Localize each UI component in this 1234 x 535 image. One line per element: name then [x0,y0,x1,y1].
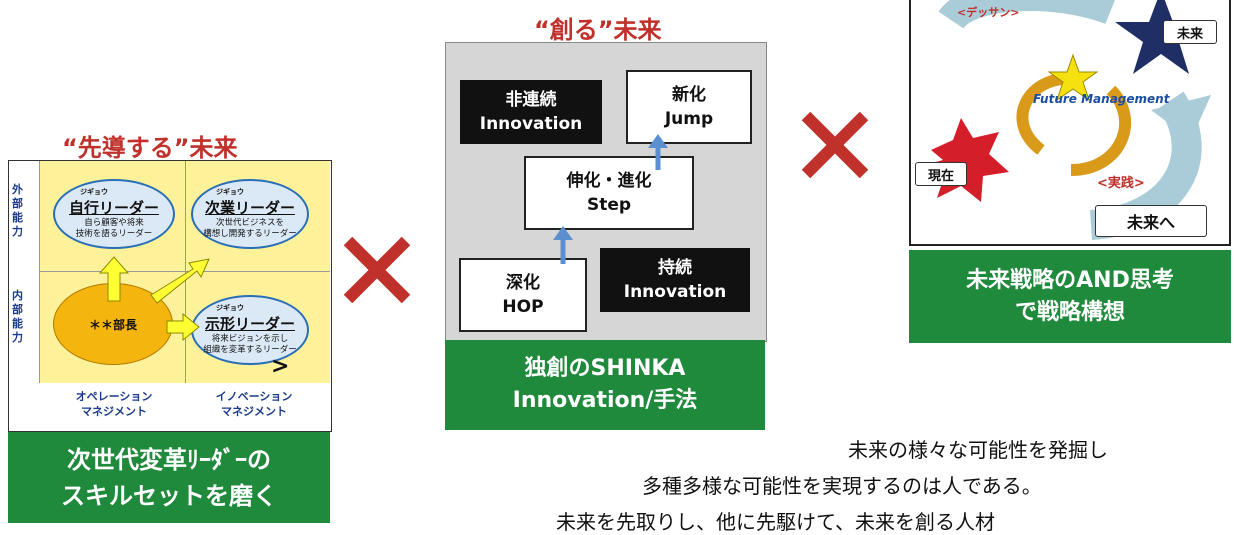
col-operation-label: オペレーション マネジメント [75,390,153,418]
leader-next-name: 次業リーダー [204,199,295,217]
left-label-line1: 次世代変革ﾘｰﾀﾞｰの [67,445,271,474]
leadership-matrix: 外部能力 内部能力 ジギョウ 自行リーダー 自ら顧客や将来 技術を語るリーダー … [8,160,332,432]
box-noncontinuous: 非連続 Innovation [460,80,602,144]
left-green-label: 次世代変革ﾘｰﾀﾞｰの スキルセットを磨く [8,432,330,523]
future-tag: 未来 [1163,20,1217,44]
middle-title: “創る”未来 [534,16,662,44]
middle-label-line1: 独創のSHINKA [524,356,686,381]
leader-self-ellipse: ジギョウ 自行リーダー 自ら顧客や将来 技術を語るリーダー [53,179,175,249]
grid-vline [185,161,186,383]
leader-self-desc2: 技術を語るリーダー [75,229,153,239]
burst-icon [921,118,1009,202]
right-label-line1: 未来戦略のAND思考 [966,267,1174,293]
leader-next-ellipse: ジギョウ 次業リーダー 次世代ビジネスを 構想し開発するリーダー [191,179,309,249]
star-icon [1047,53,1099,102]
grid-hline [40,271,330,272]
box-step: 伸化・進化 Step [524,156,694,230]
box-continuous: 持続 Innovation [600,248,750,312]
axis-external-label: 外部能力 [12,183,23,238]
arrow-up [98,256,130,302]
bottom-text-line3: 未来を先取りし、他に先駆けて、未来を創る人材 [556,510,995,534]
ruby-label: ジギョウ [216,188,244,196]
times-icon [801,111,869,179]
col-innovation-label: イノベーション マネジメント [215,390,293,418]
leader-vision-name: 示形リーダー [204,315,295,333]
design-label: <デッサン> [957,6,1020,19]
svg-text:>: > [271,354,289,379]
leader-next-desc2: 構想し開発するリーダー [203,229,297,239]
leader-vision-desc2: 組織を変革するリーダー [203,345,297,355]
left-title: “先導する”未来 [62,134,238,162]
arrow-diagonal [150,258,210,304]
arrow-right [166,312,200,342]
star-icon [1115,0,1207,74]
ruby-label: ジギョウ [216,304,244,312]
manager-label: ＊＊部長 [88,317,137,332]
present-tag: 現在 [915,162,967,186]
right-label-line2: で戦略構想 [1014,299,1125,325]
arrow-up-icon [648,134,668,170]
leader-vision-desc1: 将来ビジョンを示し [211,334,289,344]
to-future-tag: 未来へ [1095,205,1207,237]
growth-arrows: > [98,256,289,379]
arrow-up-icon [553,226,573,264]
future-management-label: Future Management [1033,92,1170,106]
right-green-label: 未来戦略のAND思考 で戦略構想 [909,250,1231,343]
box-shinka: 新化 Jump [626,70,752,144]
middle-label-line2: Innovation/手法 [512,388,698,413]
bottom-text-line1: 未来の様々な可能性を発掘し [848,438,1108,462]
future-management-diagram: <デッサン> 未来 Future Management 現在 <実践> 未来へ [909,0,1231,246]
box-hop: 深化 HOP [459,258,587,332]
leader-self-desc1: 自ら顧客や将来 [84,218,144,228]
middle-green-label: 独創のSHINKA Innovation/手法 [445,340,765,430]
shinka-arrows [553,134,668,264]
leader-next-desc1: 次世代ビジネスを [215,218,284,228]
leader-vision-ellipse: ジギョウ 示形リーダー 将来ビジョンを示し 組織を変革するリーダー [191,295,309,365]
ruby-label: ジギョウ [80,188,108,196]
times-icon [343,236,411,304]
cycle-arrowhead [1151,95,1211,140]
axis-internal-label: 内部能力 [12,289,23,344]
leader-self-name: 自行リーダー [68,199,159,217]
practice-label: <実践> [1097,176,1145,191]
left-label-line2: スキルセットを磨く [61,481,277,510]
bottom-text-line2: 多種多様な可能性を実現するのは人である。 [642,474,1042,498]
